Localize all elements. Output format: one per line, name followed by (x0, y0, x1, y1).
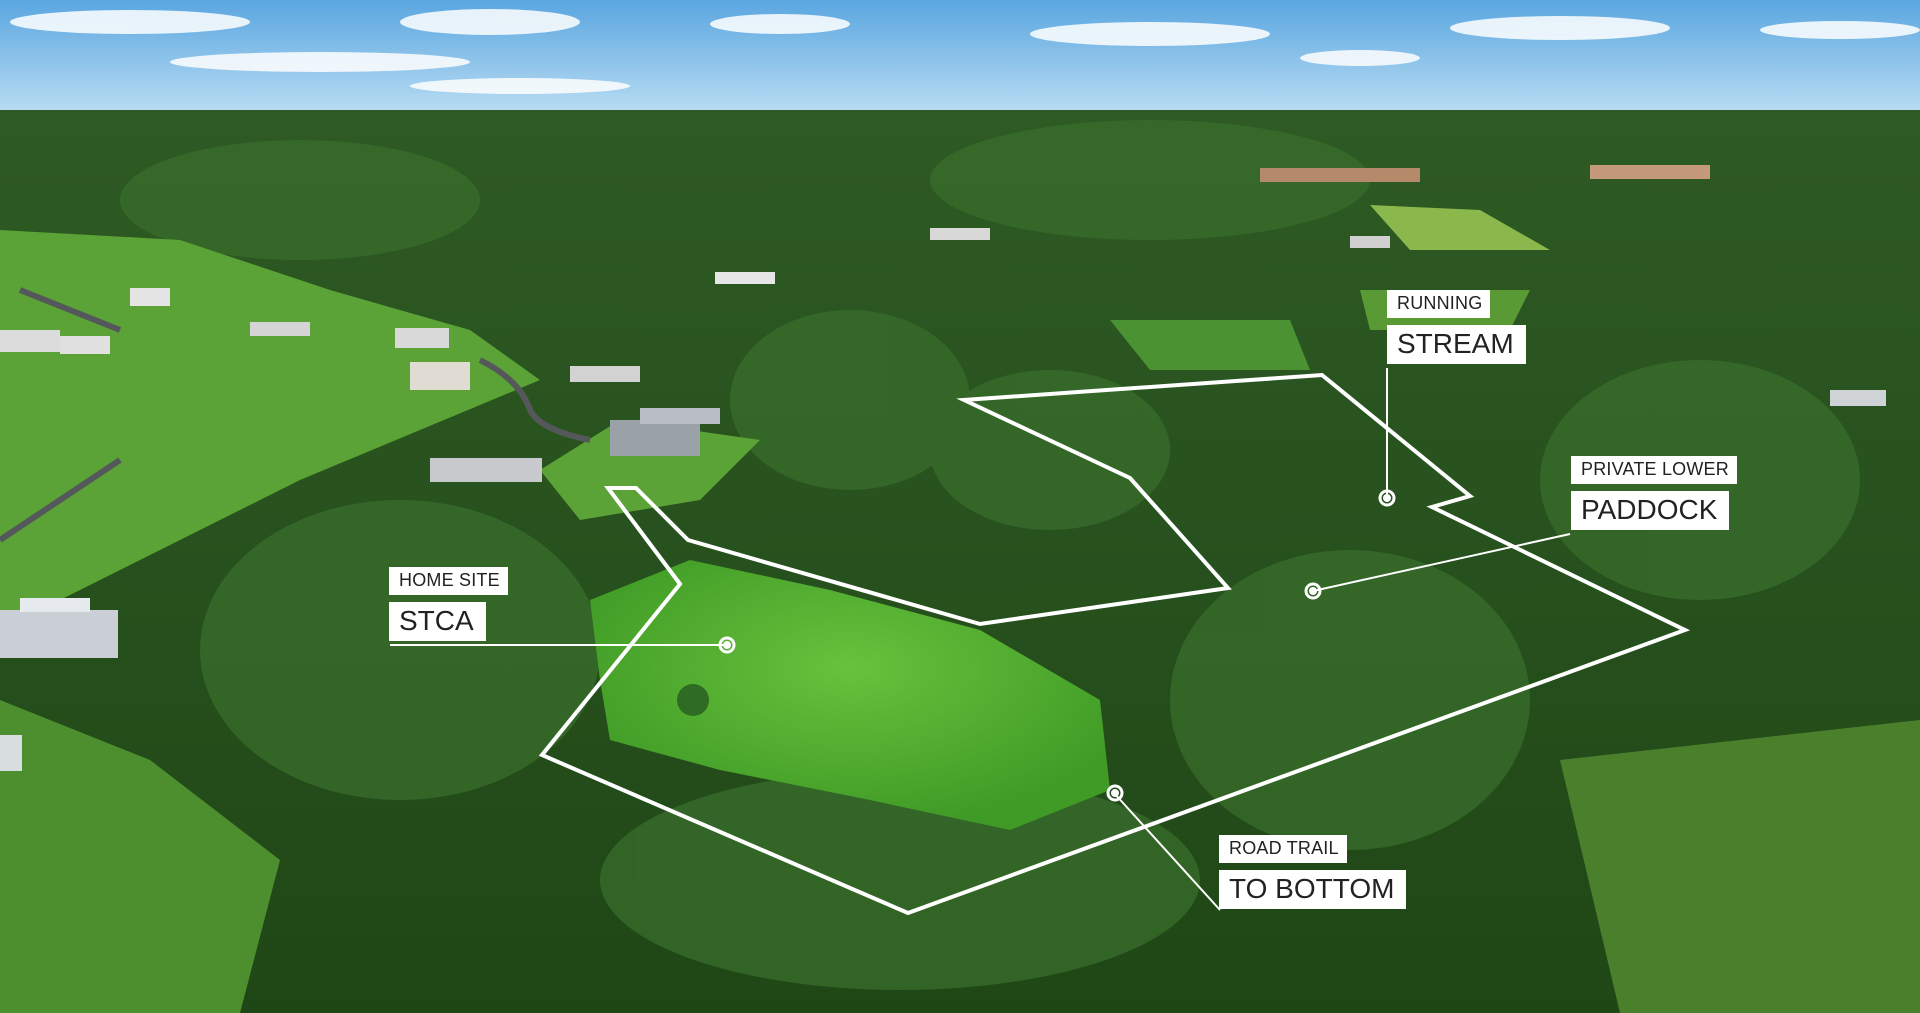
houses (0, 165, 1886, 771)
label-private-lower-paddock-big: PADDOCK (1571, 491, 1730, 530)
marker-home-site (718, 636, 736, 654)
label-road-trail: ROAD TRAIL TO BOTTOM (1219, 835, 1407, 909)
label-road-trail-small: ROAD TRAIL (1219, 835, 1347, 863)
marker-road-trail (1106, 784, 1124, 802)
label-private-lower-paddock: PRIVATE LOWER PADDOCK (1571, 456, 1737, 530)
leader-lines (390, 368, 1571, 911)
label-road-trail-big: TO BOTTOM (1219, 870, 1407, 909)
leader-private-lower-paddock (1312, 533, 1571, 592)
clouds (10, 9, 1920, 94)
leader-road-trail (1113, 792, 1221, 911)
home-site-paddock (590, 560, 1110, 830)
location-markers (718, 489, 1396, 802)
label-running-stream-small: RUNNING (1387, 290, 1491, 318)
roads (0, 287, 591, 543)
paddock-tree (677, 684, 709, 716)
marker-private-lower-paddock (1304, 582, 1322, 600)
property-boundary (538, 372, 1691, 916)
label-private-lower-paddock-small: PRIVATE LOWER (1571, 456, 1737, 484)
label-running-stream: RUNNING STREAM (1387, 290, 1526, 364)
marker-running-stream (1378, 489, 1396, 507)
pastures (0, 205, 1920, 1013)
label-home-site: HOME SITE STCA (389, 567, 508, 641)
label-home-site-big: STCA (389, 602, 486, 641)
label-home-site-small: HOME SITE (389, 567, 508, 595)
tree-canopy (120, 120, 1860, 990)
label-running-stream-big: STREAM (1387, 325, 1526, 364)
